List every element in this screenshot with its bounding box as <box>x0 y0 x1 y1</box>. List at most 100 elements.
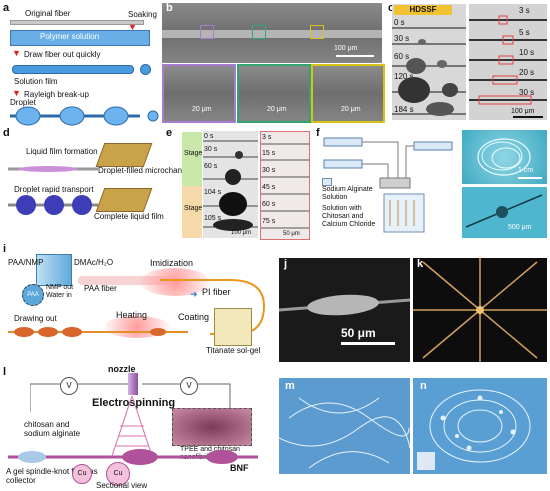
time-label: 30 s <box>519 88 535 97</box>
spray-jet-drawing <box>112 396 152 457</box>
time-label: 30 s <box>394 34 410 43</box>
scale-bar <box>336 55 374 57</box>
stage1-band <box>182 132 202 186</box>
panel-c-right: 3 s 5 s 10 s 20 s 30 s 100 μm <box>469 4 547 120</box>
time-label: 5 s <box>519 28 530 37</box>
sol-gel-box <box>214 308 252 346</box>
inset-box-green <box>252 25 266 39</box>
original-fiber <box>10 20 144 25</box>
panel-label-e: e <box>166 127 173 139</box>
paa-nmp-label: PAA/NMP <box>8 258 44 267</box>
syringe-barrel <box>36 254 72 286</box>
time-label: 3 s <box>262 134 272 141</box>
panel-g-photo: 1 cm <box>462 130 547 184</box>
fiber-drawing <box>8 166 98 172</box>
solution-film-label: Solution film <box>14 77 58 86</box>
sodium-alginate-label: Sodium Alginate Solution <box>322 186 373 201</box>
droplet-filled-label: Droplet-filled microchannels <box>98 166 197 175</box>
cu-circle-2: Cu <box>106 462 130 486</box>
inset-box-yellow <box>310 25 324 39</box>
time-label: 60 s <box>262 201 276 208</box>
dmac-label: DMAc/H₂O <box>74 258 114 267</box>
nozzle-label: nozzle <box>108 364 136 374</box>
panel-label-n: n <box>420 380 427 392</box>
web-drawing <box>413 258 547 362</box>
water-in-label: Water in <box>46 292 72 299</box>
panel-label-a: a <box>3 2 10 14</box>
tpee-knot-inset <box>172 408 252 446</box>
stage1-label: Stage I <box>184 150 207 157</box>
time-label: 104 s <box>204 189 222 196</box>
spiral-web-drawing <box>429 389 531 463</box>
time-label: 3 s <box>519 6 530 15</box>
panel-label-f: f <box>316 127 320 139</box>
droplet-rapid-label: Droplet rapid transport <box>14 185 94 194</box>
chitosan-alginate-label: chitosan and sodium alginate <box>24 420 81 438</box>
scale-bar <box>341 342 395 345</box>
down-arrow-icon: ▼ <box>128 22 137 32</box>
panel-b-inset-purple: 20 μm <box>162 64 236 123</box>
panel-label-j: j <box>284 258 288 270</box>
droplet-transport-drawing <box>8 195 98 215</box>
sectional-label: Sectional view <box>96 481 148 490</box>
panel-m-photo <box>279 378 410 474</box>
draw-fiber-label: Draw fiber out quickly <box>24 50 101 59</box>
fiber-sem <box>162 30 382 38</box>
polymer-bath <box>10 30 150 46</box>
time-label: 45 s <box>262 184 276 191</box>
nmp-out-label: NMP out <box>46 284 74 291</box>
paa-fiber-line <box>78 276 168 285</box>
droplet-label: Droplet <box>10 98 36 107</box>
microchannel-block <box>95 188 153 212</box>
scale-label: 20 μm <box>267 106 287 113</box>
down-arrow-icon: ▼ <box>12 88 21 98</box>
panel-n-photo <box>413 378 547 474</box>
soaking-label: Soaking <box>128 10 157 19</box>
solution-film-fiber <box>12 65 134 74</box>
arrow-right-icon: ➜ <box>190 289 198 299</box>
scale-label: 20 μm <box>192 106 212 113</box>
time-label: 0 s <box>394 18 405 27</box>
hdssf-title: HDSSF <box>394 5 452 15</box>
time-label: 10 s <box>519 48 535 57</box>
coated-fiber-drawing <box>8 327 188 337</box>
stage2-band <box>182 186 202 238</box>
fiber-stage-drawing <box>261 143 309 229</box>
voltage-source-left: V <box>60 377 78 395</box>
electrospinning-label: Electrospinning <box>92 397 176 409</box>
panel-e-right: 3 s 15 s 30 s 45 s 60 s 75 s 50 μm <box>260 131 310 240</box>
paa-circle: PAA <box>22 284 44 306</box>
time-label: 105 s <box>204 215 222 222</box>
scale-label: 100 μm <box>231 230 252 236</box>
spindle-knot-drawing <box>279 294 410 316</box>
rayleigh-label: Rayleigh break-up <box>24 90 89 99</box>
collector-fiber-drawing <box>8 449 258 465</box>
polymer-solution-label: Polymer solution <box>40 32 100 41</box>
chitosan-solution-label: Solution with Chitosan and Calcium Chlor… <box>322 205 376 228</box>
drop-stage-drawing <box>203 140 258 231</box>
scale-label: 50 μm <box>283 231 300 237</box>
imidization-heat-glow <box>140 268 210 296</box>
pi-fiber-label: PI fiber <box>202 287 231 297</box>
time-label: 30 s <box>262 167 276 174</box>
panel-k-photo <box>413 258 547 362</box>
imidization-label: Imidization <box>150 258 194 268</box>
time-label: 120 s <box>394 72 414 81</box>
legend-swatch <box>322 178 332 186</box>
time-label: 184 s <box>394 105 414 114</box>
panel-c-left: HDSSF 0 s 30 s 60 s 120 s 184 s <box>392 4 466 120</box>
inset-box-purple <box>200 25 214 39</box>
panel-label-c: c <box>388 2 394 14</box>
panel-label-m: m <box>285 380 295 392</box>
panel-label-b: b <box>166 2 173 14</box>
panel-b-inset-green: 20 μm <box>237 64 311 123</box>
panel-label-i: i <box>3 243 7 255</box>
panel-h-photo: 500 μm <box>462 187 547 238</box>
panel-label-d: d <box>3 127 10 139</box>
bnf-label: BNF <box>230 463 249 473</box>
droplet-fiber-drawing <box>465 194 543 228</box>
drawing-out-label: Drawing out <box>14 314 57 323</box>
time-label: 0 s <box>204 133 214 140</box>
time-label: 60 s <box>394 52 410 61</box>
scale-label: 50 μm <box>341 326 376 340</box>
